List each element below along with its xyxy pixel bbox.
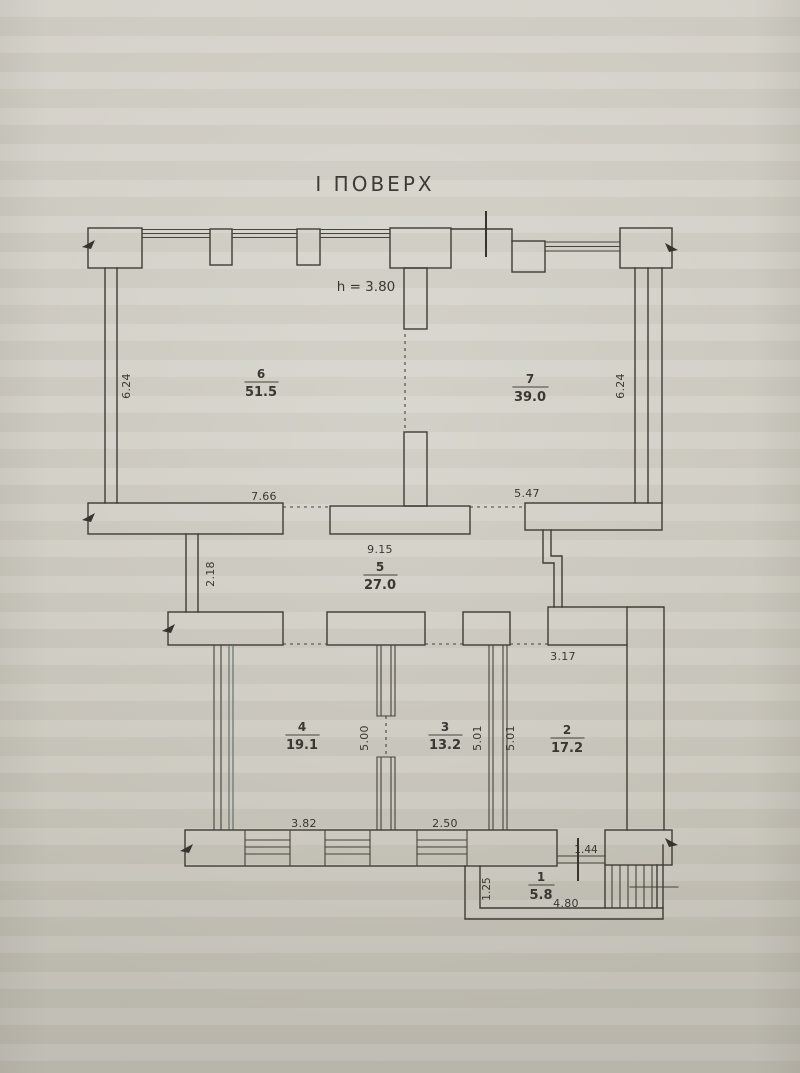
room-area: 27.0 <box>364 578 396 593</box>
dim-room3-height: 5.01 <box>471 725 484 751</box>
dim-entry-gap: 1.44 <box>574 844 598 856</box>
room-1-label: 1 5.8 <box>528 870 555 903</box>
dimension-arrow-icon <box>180 844 193 853</box>
dim-right-wall-height: 6.24 <box>614 373 627 399</box>
corridor-connector-wall <box>185 533 199 613</box>
left-exterior-wall <box>104 267 118 504</box>
dim-room2-height: 5.01 <box>504 725 517 751</box>
dim-room1-width: 4.80 <box>553 897 579 910</box>
room-number: 1 <box>537 870 545 884</box>
dimension-arrow-icon <box>82 240 95 249</box>
room3-room2-partition <box>488 644 508 831</box>
room-number: 2 <box>563 723 571 737</box>
stepped-wall <box>542 529 563 608</box>
ceiling-height-note: h = 3.80 <box>337 279 396 295</box>
room-area: 13.2 <box>429 738 461 753</box>
right-lower-column <box>626 606 665 831</box>
dim-room4-window: 3.82 <box>291 817 317 830</box>
room-number: 6 <box>257 367 265 381</box>
window-strip-icon <box>141 228 621 252</box>
entry-sill <box>556 838 606 881</box>
room-4-label: 4 19.1 <box>285 720 320 753</box>
dim-room6-width: 7.66 <box>251 490 277 503</box>
dim-room4-height: 5.00 <box>358 725 371 751</box>
room-3-label: 3 13.2 <box>428 720 463 753</box>
room-7-label: 7 39.0 <box>512 372 549 405</box>
dim-left-wall-height: 6.24 <box>120 373 133 399</box>
room4-room3-partition <box>376 644 396 831</box>
room-number: 7 <box>526 372 534 386</box>
left-lower-wall <box>213 644 234 831</box>
room-area: 5.8 <box>529 888 552 903</box>
dim-room7-width: 5.47 <box>514 487 540 500</box>
room-5-label: 5 27.0 <box>363 560 398 593</box>
room-area: 51.5 <box>245 385 277 400</box>
window-strip-icon <box>244 839 468 855</box>
room-area: 39.0 <box>514 390 546 405</box>
dim-room1-height: 1.25 <box>481 877 493 900</box>
dim-corridor: 2.18 <box>204 561 217 587</box>
middle-upper-wall-band <box>82 502 663 535</box>
top-exterior-wall <box>82 211 678 273</box>
room-number: 5 <box>376 560 384 574</box>
dim-room5-width: 9.15 <box>367 543 393 556</box>
room6-room7-partition <box>403 267 428 507</box>
room-area: 17.2 <box>551 741 583 756</box>
dimension-arrow-icon <box>665 838 678 847</box>
dimension-arrow-icon <box>162 624 175 633</box>
vestibule-walls <box>464 865 664 920</box>
dimension-arrow-icon <box>82 513 95 522</box>
floor-title: І ПОВЕРХ <box>315 172 434 196</box>
room-2-label: 2 17.2 <box>550 723 585 756</box>
room-6-label: 6 51.5 <box>244 367 279 400</box>
dimension-arrow-icon <box>665 243 678 252</box>
room-number: 3 <box>441 720 449 734</box>
middle-lower-wall-band <box>162 606 628 646</box>
room-number: 4 <box>298 720 306 734</box>
bottom-exterior-wall <box>180 829 558 867</box>
dim-room2-top: 3.17 <box>550 650 576 663</box>
dim-room3-window: 2.50 <box>432 817 458 830</box>
room-area: 19.1 <box>286 738 318 753</box>
right-exterior-wall <box>634 267 663 504</box>
staircase <box>604 829 679 909</box>
